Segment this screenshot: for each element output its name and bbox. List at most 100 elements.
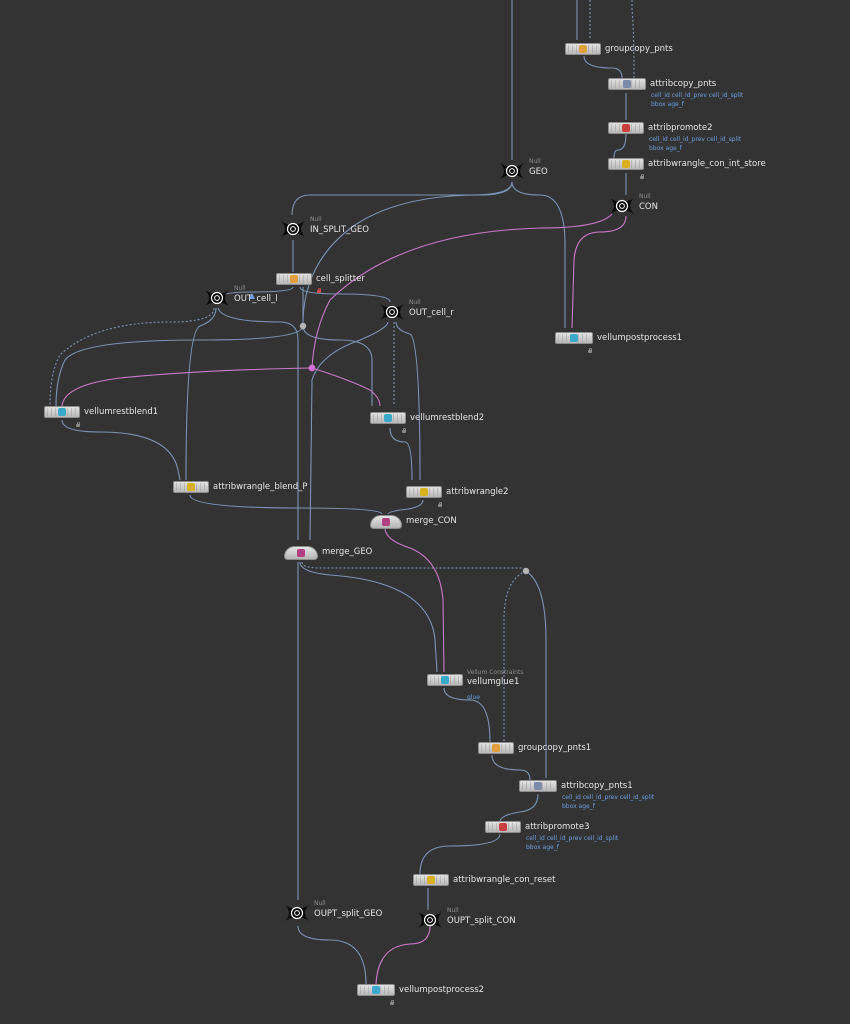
- wire: [189, 494, 383, 515]
- node-label: attribwrangle_con_reset: [453, 875, 556, 885]
- sop-node-body[interactable]: [608, 158, 644, 170]
- merge-node-body[interactable]: [370, 515, 402, 529]
- node-label: attribwrangle_con_int_store: [648, 159, 766, 169]
- constraint-wire: [375, 925, 431, 985]
- node-label: attribpromote3: [525, 822, 590, 832]
- attribcopy-icon: [623, 80, 631, 88]
- wire: [525, 570, 547, 778]
- node-attribute-note: bbox age_f: [562, 803, 595, 810]
- node-label: OUPT_split_GEO: [314, 909, 383, 919]
- vellum-icon: [441, 676, 449, 684]
- wire: [49, 307, 215, 407]
- wire: [55, 325, 304, 407]
- node-label: vellumglue1: [467, 677, 520, 687]
- sop-node-body[interactable]: [44, 406, 80, 418]
- node-label: groupcopy_pnts: [605, 44, 673, 54]
- node-label: groupcopy_pnts1: [518, 743, 592, 753]
- vellum-icon: [58, 408, 66, 416]
- wire: [302, 325, 373, 406]
- wire: [395, 321, 421, 481]
- null-icon[interactable]: [608, 196, 636, 216]
- node-type-label: Null: [409, 299, 421, 306]
- node-label: attribpromote2: [648, 123, 713, 133]
- wire: [309, 321, 389, 541]
- wire-dot: [522, 567, 530, 575]
- node-label: OUPT_split_CON: [447, 916, 516, 926]
- merge-node-body[interactable]: [284, 546, 318, 560]
- null-icon[interactable]: [203, 288, 231, 308]
- node-label: vellumrestblend1: [84, 407, 159, 417]
- wire: [302, 181, 513, 321]
- node-type-label: Null: [639, 193, 651, 200]
- vellum-icon: [570, 334, 578, 342]
- sop-node-body[interactable]: [427, 674, 463, 686]
- lock-icon[interactable]: [76, 421, 81, 427]
- sop-node-body[interactable]: [565, 43, 601, 55]
- node-attribute-note: cell_id cell_id_prev cell_id_split: [526, 835, 619, 842]
- wrangle-icon: [622, 160, 630, 168]
- node-attribute-note: cell_id cell_id_prev cell_id_split: [562, 794, 655, 801]
- wire: [299, 286, 391, 303]
- node-label: vellumpostprocess1: [597, 333, 683, 343]
- wire: [491, 754, 531, 781]
- wire: [291, 181, 513, 216]
- node-label: CON: [639, 202, 658, 212]
- node-sub-label: glue: [467, 694, 480, 701]
- wire: [443, 687, 491, 743]
- node-attribute-note: cell_id cell_id_prev cell_id_split: [651, 92, 744, 99]
- wire: [511, 181, 566, 328]
- node-attribute-note: cell_id cell_id_prev cell_id_split: [649, 136, 742, 143]
- vellum-icon: [372, 986, 380, 994]
- sop-node-body[interactable]: [519, 780, 557, 792]
- lock-icon[interactable]: [317, 287, 322, 293]
- node-attribute-note: bbox age_f: [651, 101, 684, 108]
- node-label: merge_CON: [406, 516, 457, 526]
- sop-node-body[interactable]: [608, 78, 646, 90]
- wire: [297, 925, 367, 985]
- lock-icon[interactable]: [588, 347, 593, 353]
- constraint-wire: [311, 213, 613, 369]
- sop-node-body[interactable]: [406, 486, 442, 498]
- wire: [503, 570, 527, 742]
- attribpromote-icon: [622, 124, 630, 132]
- node-label: cell_splitter: [316, 274, 365, 284]
- node-type-label: Null: [234, 285, 246, 292]
- lock-icon[interactable]: [390, 999, 395, 1005]
- sop-node-body[interactable]: [357, 984, 395, 996]
- sop-node-body[interactable]: [478, 742, 514, 754]
- wire: [217, 307, 299, 540]
- null-icon[interactable]: [279, 219, 307, 239]
- node-label: OUT_cell_l: [234, 294, 278, 304]
- sop-node-body[interactable]: [173, 481, 209, 493]
- null-icon[interactable]: [416, 910, 444, 930]
- wire: [185, 307, 217, 481]
- lock-icon[interactable]: [640, 173, 645, 179]
- sop-node-body[interactable]: [555, 332, 593, 344]
- wire: [389, 427, 413, 481]
- wire: [419, 833, 501, 875]
- lock-icon[interactable]: [438, 501, 443, 507]
- constraint-wire: [311, 367, 381, 407]
- sop-node-body[interactable]: [608, 122, 644, 134]
- attribpromote-icon: [499, 823, 507, 831]
- subnet-icon: [290, 275, 298, 283]
- constraint-wire: [61, 367, 313, 407]
- null-icon[interactable]: [378, 302, 406, 322]
- sop-node-body[interactable]: [485, 821, 521, 833]
- groupcopy-icon: [492, 744, 500, 752]
- node-type-label: Null: [447, 907, 459, 914]
- wire: [299, 561, 438, 673]
- wire: [613, 133, 627, 159]
- sop-node-body[interactable]: [276, 273, 312, 285]
- null-icon[interactable]: [498, 161, 526, 181]
- constraint-wire: [384, 527, 445, 673]
- sop-node-body[interactable]: [370, 412, 406, 424]
- merge-icon: [297, 549, 305, 557]
- sop-node-body[interactable]: [413, 874, 449, 886]
- lock-icon[interactable]: [402, 427, 407, 433]
- node-attribute-note: bbox age_f: [649, 145, 682, 152]
- null-icon[interactable]: [283, 903, 311, 923]
- wire: [387, 499, 424, 515]
